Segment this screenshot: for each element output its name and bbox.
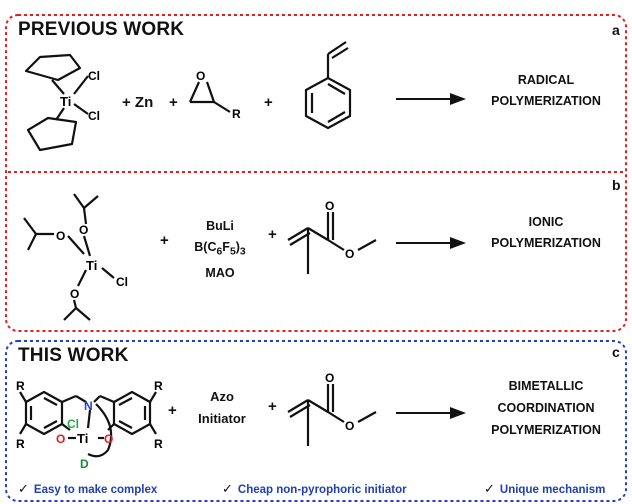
- azo-line2: Initiator: [198, 411, 246, 426]
- feature-unique-mechanism: ✓ Unique mechanism: [484, 481, 605, 497]
- panel-letter-c: c: [612, 344, 620, 360]
- titanocene-ti-label: Ti: [60, 94, 71, 109]
- reagent-buli: BuLi: [206, 219, 234, 233]
- epoxide-structure: O R: [188, 69, 241, 121]
- borane-part3: ): [235, 240, 240, 254]
- product-radical-polymerization: RADICAL POLYMERIZATION: [486, 70, 606, 112]
- complex-o-right-label: O: [104, 432, 113, 446]
- borane-sub1: 6: [216, 246, 223, 258]
- reaction-arrow-a: [396, 93, 466, 105]
- ti-b-label: Ti: [86, 258, 97, 273]
- previous-work-title: PREVIOUS WORK: [18, 19, 185, 40]
- mma-b-o-top-label: O: [325, 199, 334, 213]
- product-a-line1: RADICAL: [517, 73, 575, 87]
- reaction-arrow-b: [396, 237, 466, 249]
- ti-o-top-label: O: [79, 223, 88, 237]
- check-mark-icon: ✓: [484, 481, 495, 496]
- feature-2-label: Cheap non-pyrophoric initiator: [237, 484, 407, 496]
- styrene-structure: [304, 41, 352, 130]
- product-c-line1: BIMETALLIC: [508, 379, 584, 393]
- borane-sub3: 3: [239, 246, 246, 258]
- ti-b-cl-label: Cl: [116, 275, 128, 289]
- feature-cheap-initiator: ✓ Cheap non-pyrophoric initiator: [222, 481, 407, 497]
- plus-sign-b1: +: [160, 232, 169, 249]
- product-bimetallic-coordination-polymerization: BIMETALLIC COORDINATION POLYMERIZATION: [482, 375, 610, 441]
- titanocene-cl-bottom-label: Cl: [88, 109, 100, 123]
- ti-o-bottom-label: O: [70, 287, 79, 301]
- complex-ti-label: Ti: [77, 431, 88, 446]
- feature-1-label: Easy to make complex: [33, 484, 158, 496]
- bimetallic-titanium-complex-structure: R R R R N Cl O Ti O D: [16, 379, 163, 471]
- feature-easy-to-make: ✓ Easy to make complex: [18, 481, 157, 497]
- plus-sign-b2: +: [268, 226, 277, 243]
- feature-3-label: Unique mechanism: [499, 484, 606, 496]
- product-ionic-polymerization: IONIC POLYMERIZATION: [486, 212, 606, 254]
- mma-b-o-ester-label: O: [345, 247, 354, 261]
- reaction-arrow-c: [396, 407, 466, 419]
- product-b-line2: POLYMERIZATION: [491, 236, 601, 250]
- titanium-triisopropoxide-chloride-structure: O O Ti Cl O: [23, 193, 128, 321]
- product-a-line2: POLYMERIZATION: [491, 94, 601, 108]
- previous-work-border: [5, 14, 627, 332]
- product-b-line1: IONIC: [528, 215, 564, 229]
- plus-zn-label: + Zn: [122, 94, 154, 111]
- epoxide-r-label: R: [232, 107, 241, 121]
- complex-donor-label: D: [80, 457, 89, 471]
- complex-r-bottom-left: R: [16, 437, 25, 451]
- plus-sign-c2: +: [268, 398, 277, 415]
- reagent-borane: B(C6F5)3: [180, 237, 260, 263]
- plus-sign-a1: +: [169, 94, 178, 111]
- complex-r-top-left: R: [16, 379, 25, 393]
- ti-o-left-label: O: [56, 229, 65, 243]
- check-mark-icon: ✓: [18, 481, 29, 496]
- complex-o-left-label: O: [56, 432, 65, 446]
- azo-initiator: Azo Initiator: [184, 386, 260, 430]
- borane-part1: B(C: [194, 240, 217, 254]
- this-work-border: [5, 340, 627, 502]
- titanocene-cl-top-label: Cl: [88, 69, 100, 83]
- borane-sub2: 5: [229, 246, 236, 258]
- plus-sign-c1: +: [168, 402, 177, 419]
- reagent-mao: MAO: [205, 265, 235, 280]
- this-work-title: THIS WORK: [18, 345, 129, 366]
- titanocene-dichloride-structure: Ti Cl Cl: [24, 53, 100, 152]
- plus-sign-a2: +: [264, 94, 273, 111]
- epoxide-o-label: O: [196, 69, 205, 83]
- azo-line1: Azo: [210, 389, 234, 404]
- reagents-b: BuLi B(C6F5)3 MAO: [180, 216, 260, 284]
- methyl-methacrylate-structure-b: O O: [287, 199, 377, 274]
- mma-c-o-top-label: O: [325, 371, 334, 385]
- panel-letter-a: a: [612, 22, 620, 38]
- complex-n-label: N: [84, 399, 93, 413]
- product-c-line3: POLYMERIZATION: [491, 423, 601, 437]
- check-mark-icon: ✓: [222, 481, 233, 496]
- borane-part2: F: [222, 240, 230, 254]
- complex-cl-label: Cl: [67, 417, 79, 431]
- panel-letter-b: b: [612, 177, 621, 193]
- methyl-methacrylate-structure-c: O O: [287, 371, 377, 446]
- mma-c-o-ester-label: O: [345, 419, 354, 433]
- complex-r-bottom-right: R: [154, 437, 163, 451]
- complex-r-top-right: R: [154, 379, 163, 393]
- product-c-line2: COORDINATION: [497, 401, 595, 415]
